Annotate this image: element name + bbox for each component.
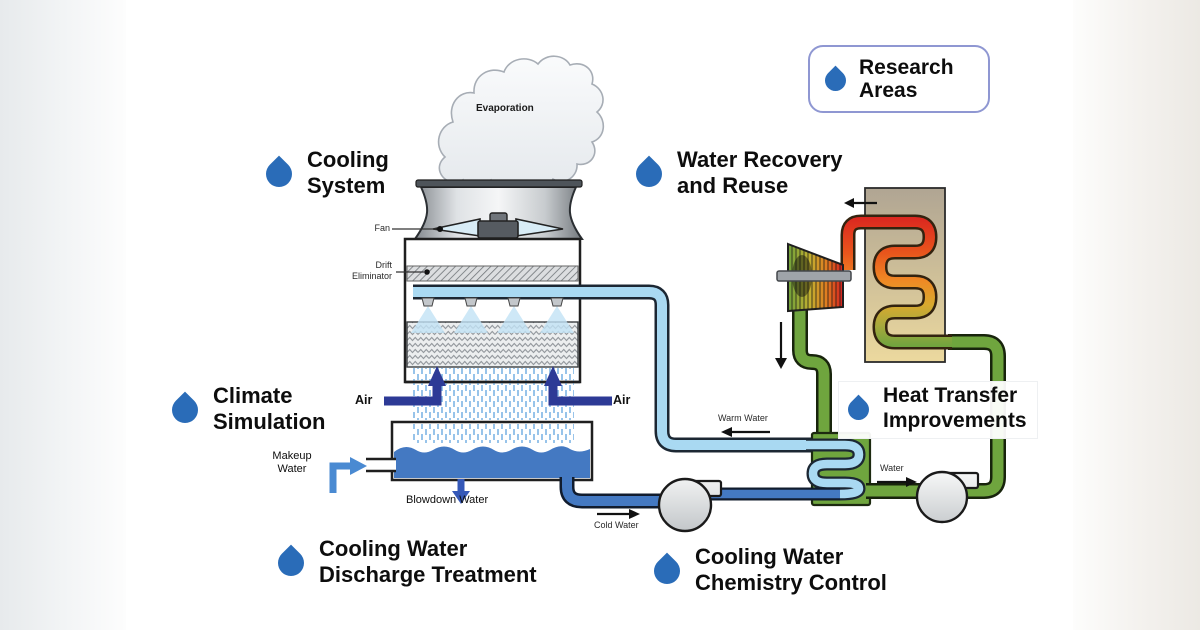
fan: [432, 212, 564, 239]
water-drop-icon: [272, 544, 310, 582]
turbine: [776, 242, 852, 313]
makeup-water-arrow: [329, 457, 367, 493]
cold-water-pump: [657, 477, 723, 533]
air-arrows: [384, 385, 612, 406]
green-loop-pipe-down: [792, 309, 832, 436]
label-blowdown-water: Blowdown Water: [406, 494, 489, 506]
spray-nozzles: [411, 297, 574, 333]
water-drop-icon: [630, 155, 668, 193]
label-air-left: Air: [355, 393, 373, 407]
basin-water: [394, 446, 590, 478]
evaporation-cloud: [437, 55, 605, 190]
label-water: Water: [880, 463, 904, 473]
water-drop-icon: [260, 155, 298, 193]
label-evaporation: Evaporation: [476, 103, 534, 114]
air-arrowhead-left: [428, 366, 446, 386]
boiler-coil: [843, 217, 952, 347]
label-cold-water: Cold Water: [594, 520, 639, 530]
process-water-pump: [915, 470, 980, 524]
label-warm-water: Warm Water: [718, 413, 768, 423]
water-drop-icon: [820, 65, 851, 95]
water-drop-icon: [843, 394, 874, 425]
flow-arrows: [597, 198, 917, 519]
label-air-right: Air: [613, 393, 631, 407]
blowdown-water-arrow: [452, 479, 470, 504]
heat-source-block: [840, 187, 952, 363]
water-drop-icon: [166, 391, 204, 429]
left-margin-gradient: [0, 0, 126, 630]
air-arrowhead-right: [544, 366, 562, 386]
label-fan: Fan: [374, 223, 390, 233]
heat-exchanger-coil: [806, 438, 866, 501]
drift-eliminator-band: [406, 265, 579, 282]
warm-water-pipe: [413, 284, 818, 453]
cold-water-pipe: [559, 477, 690, 509]
makeup-inlet-pipe: [366, 457, 396, 473]
right-margin-gradient: [1073, 0, 1200, 630]
turbine-shaft: [776, 270, 852, 282]
water-drop-icon: [648, 552, 686, 590]
leader-lines: [392, 226, 443, 275]
cooling-tower: [403, 237, 582, 384]
